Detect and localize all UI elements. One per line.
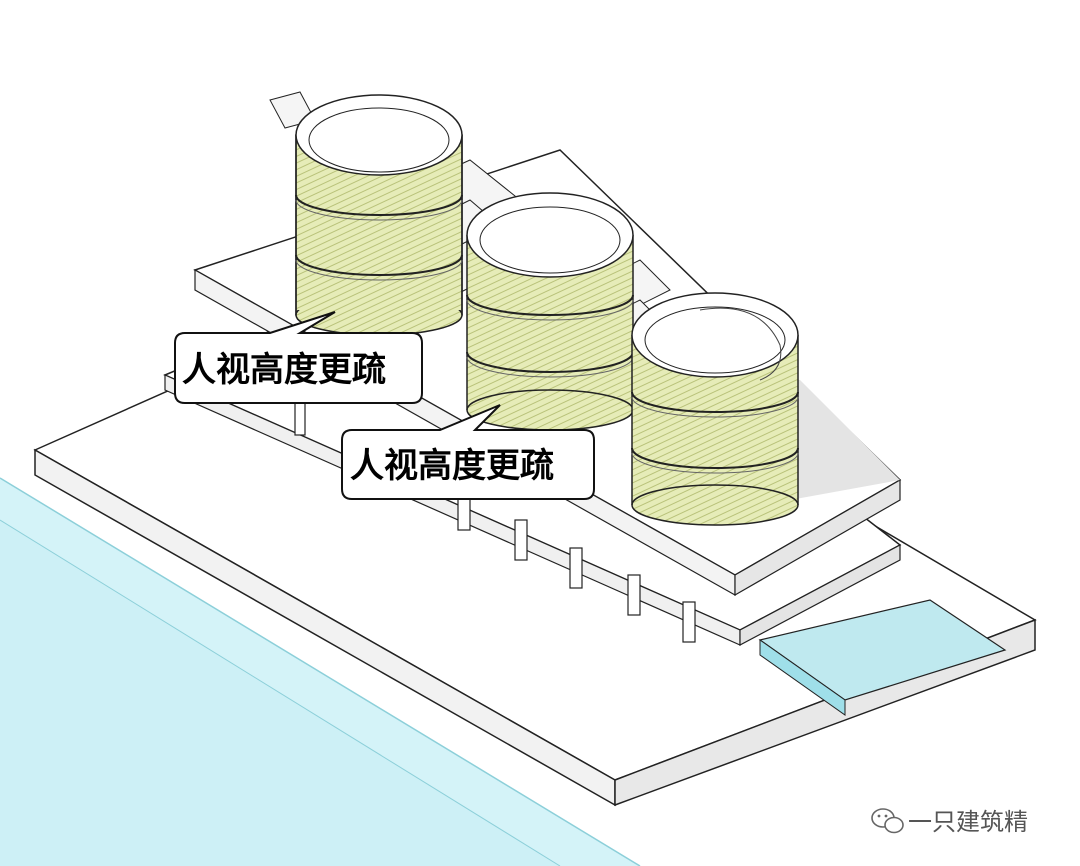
callout-1: 人视高度更疏 [174,311,423,404]
water-channel [0,477,641,866]
watermark: 一只建筑精 [871,808,1028,836]
tower-3 [631,292,799,526]
tower-2 [466,192,634,431]
callout-2-text: 人视高度更疏 [350,446,554,486]
tower-1 [295,94,463,336]
callout-2: 人视高度更疏 [341,404,595,500]
callout-1-text: 人视高度更疏 [182,350,386,390]
wechat-icon [871,808,904,834]
watermark-text: 一只建筑精 [908,808,1028,836]
